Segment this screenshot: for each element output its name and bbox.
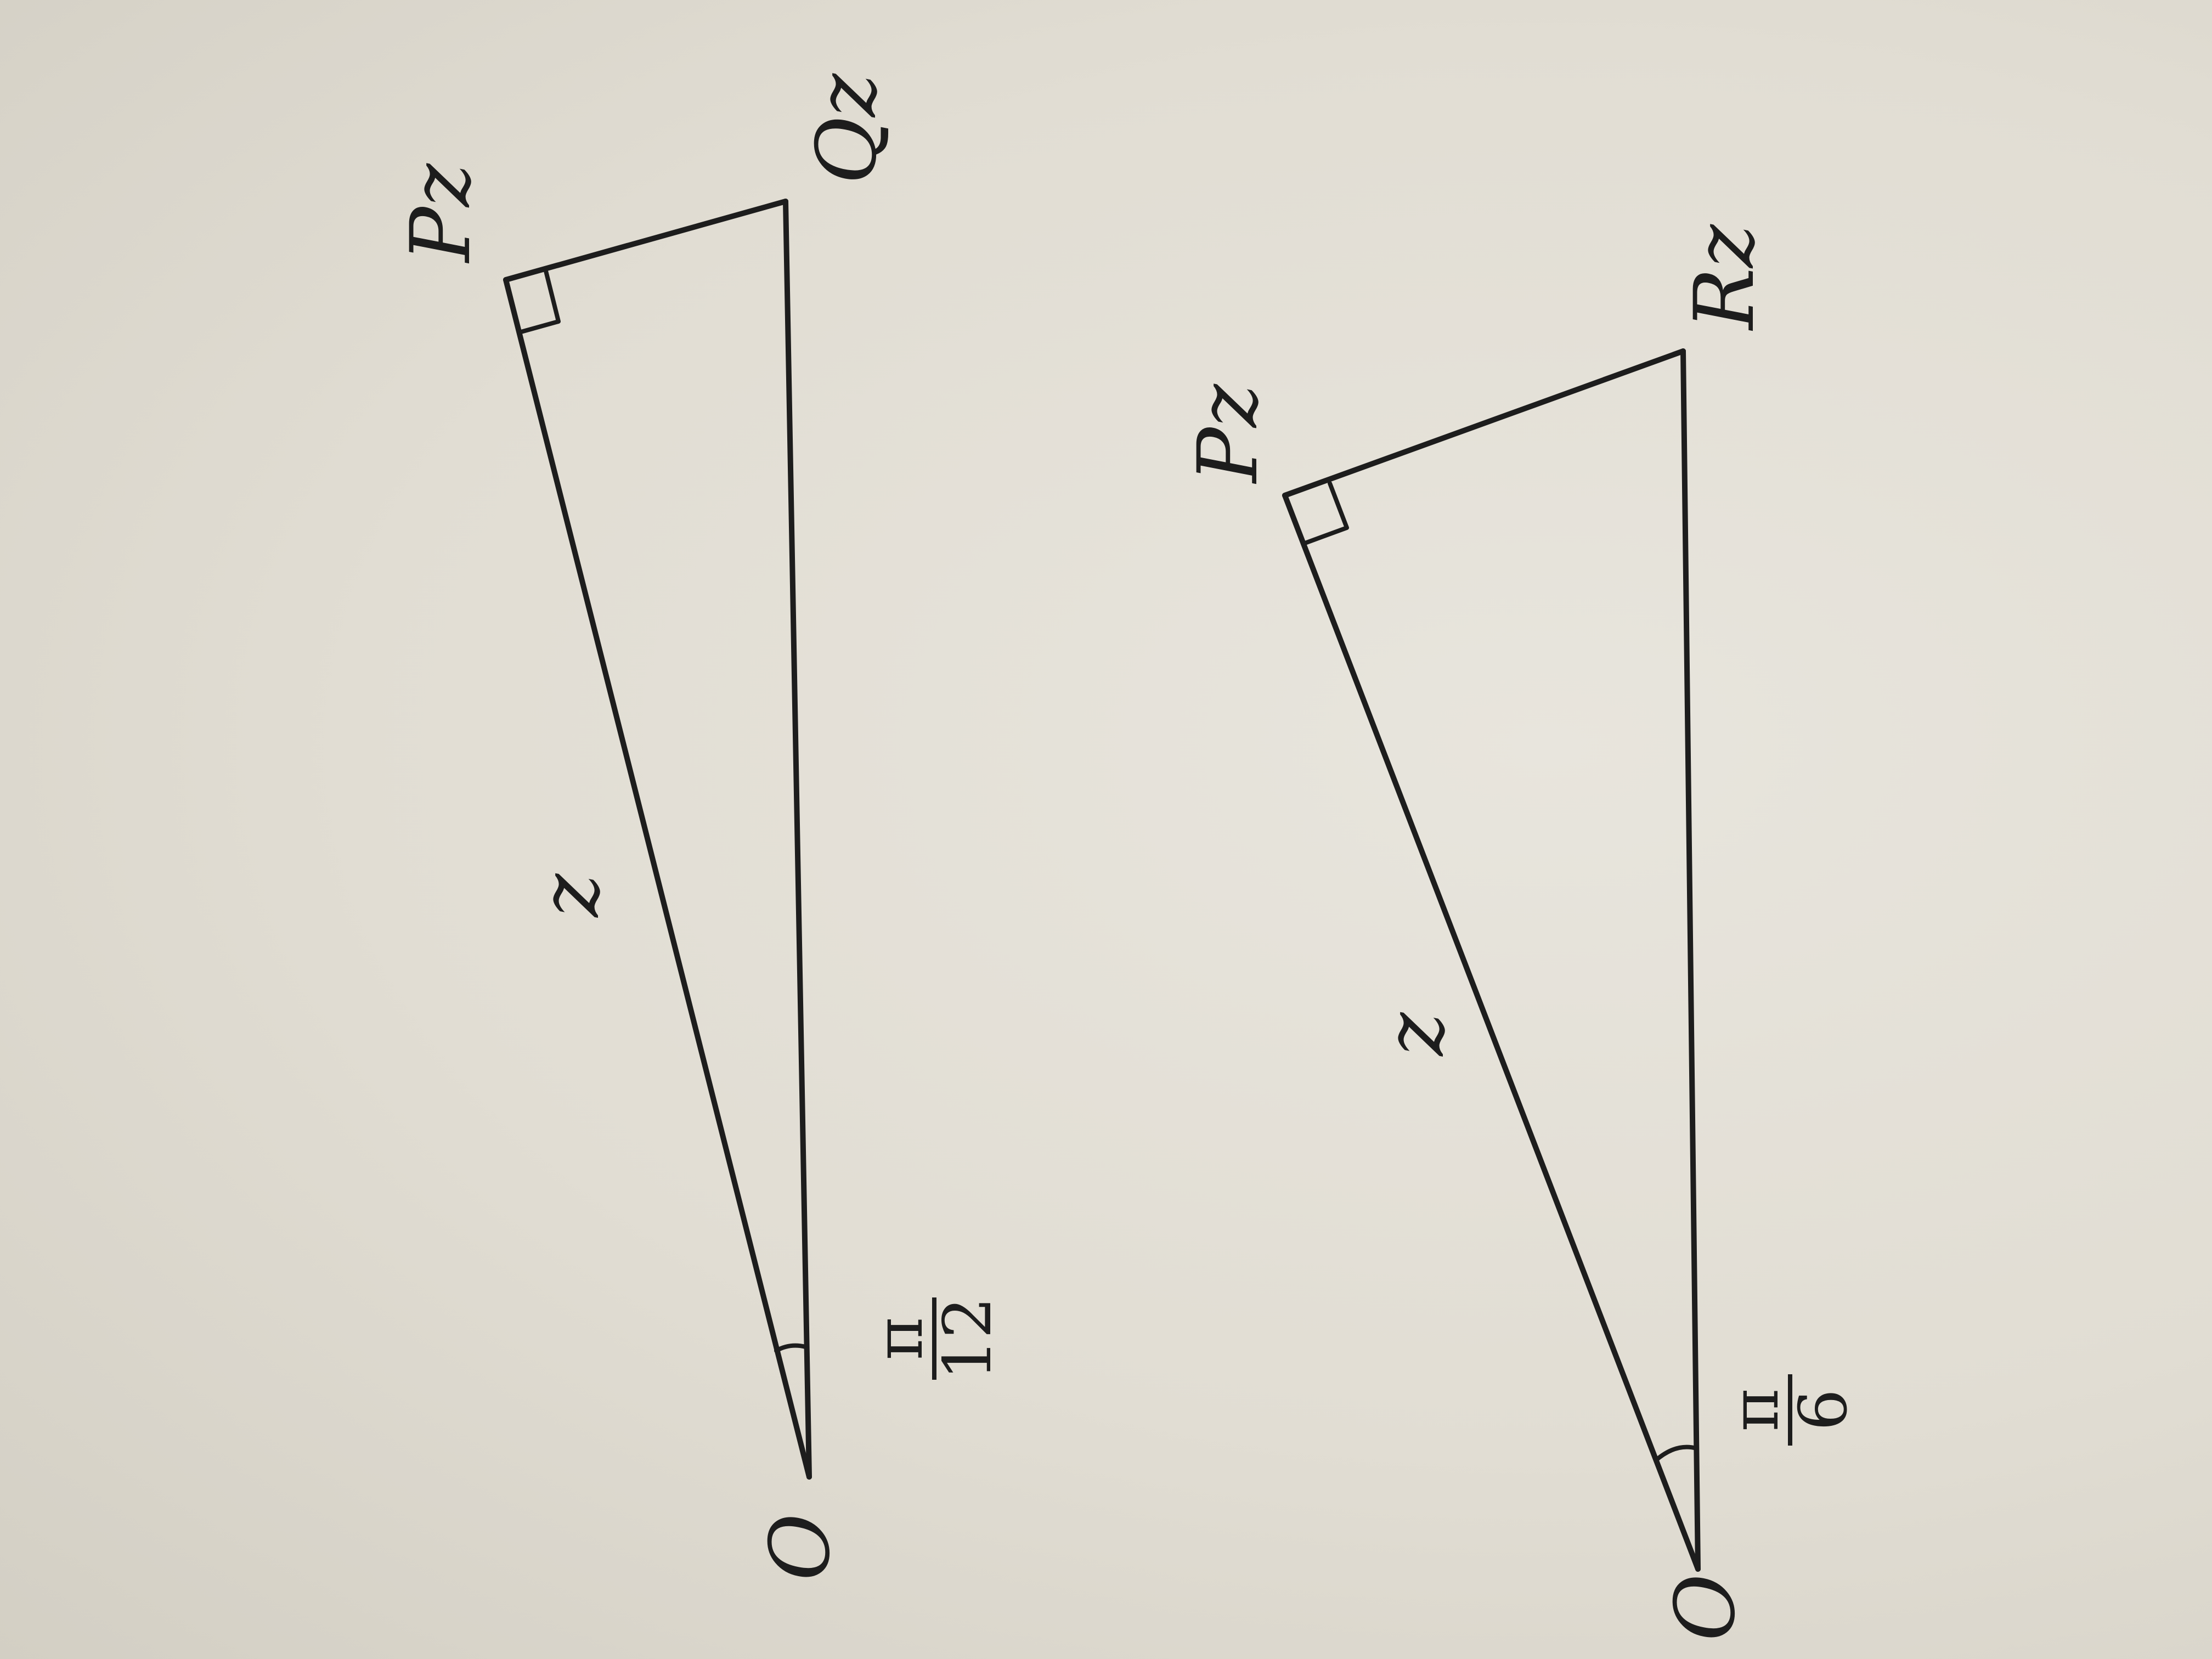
side-op-2 [1282,493,1701,1572]
vertex-label-o-1: O [753,1514,848,1581]
angle-denominator-2: 6 [1786,1389,1862,1431]
side-or-2 [1680,348,1701,1572]
side-label-z-1: z [522,873,618,918]
vertex-label-p-2: Pz [1181,383,1276,484]
angle-label-2: π 6 [1717,1374,1862,1446]
right-angle-mark-1 [517,269,561,335]
side-oq-1 [783,199,812,1480]
vertex-label-p-1: Pz [393,163,489,264]
angle-numerator-1: π [861,1317,938,1361]
angle-denominator-1: 12 [930,1297,1006,1381]
side-pr-2 [1282,348,1686,498]
vertex-label-o-2: O [1658,1574,1753,1641]
angle-numerator-2: π [1717,1389,1793,1432]
side-pq-1 [503,199,788,283]
triangle-opq: O Pz Qz z π 12 [393,73,1006,1581]
vertex-label-q-1: Qz [799,73,895,184]
angle-label-1: π 12 [861,1297,1006,1381]
vertex-label-r-2: Rz [1677,224,1773,331]
triangle-opr: O Pz Rz z π 6 [1181,224,1862,1641]
angle-arc-2 [1654,1444,1699,1463]
angle-arc-1 [774,1343,808,1353]
side-op-1 [503,277,812,1480]
side-label-z-2: z [1367,1012,1463,1057]
right-angle-mark-2 [1301,481,1349,546]
